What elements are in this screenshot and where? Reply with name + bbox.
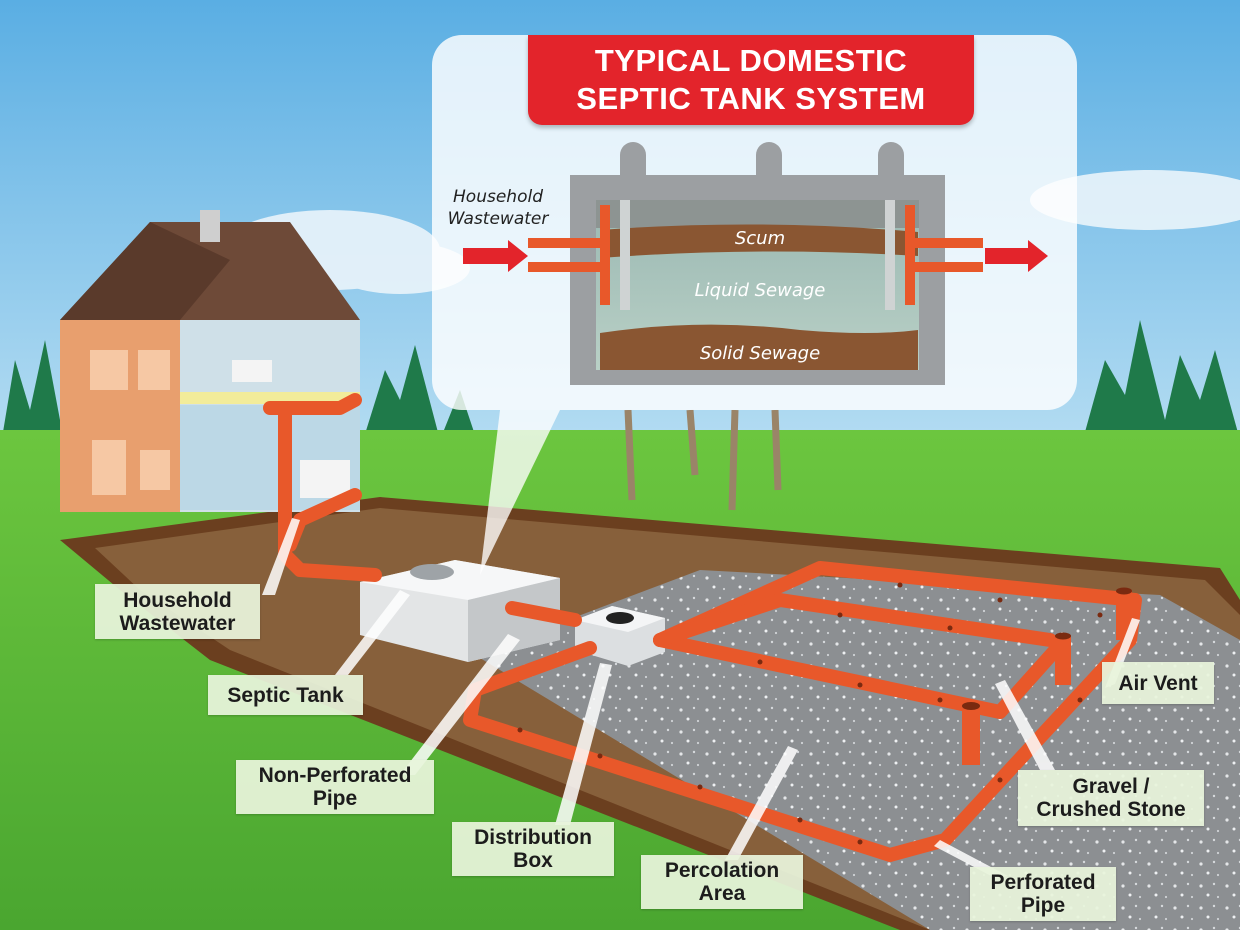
label-perf-line-1: Perforated [990, 871, 1096, 894]
inset-input-line-2: Wastewater [447, 209, 549, 229]
layer-scum-label: Scum [734, 228, 786, 249]
label-air-vent: Air Vent [1102, 662, 1214, 704]
title-banner: TYPICAL DOMESTIC SEPTIC TANK SYSTEM [528, 35, 974, 125]
label-gravel-line-2: Crushed Stone [1036, 798, 1186, 821]
label-non-perf-line-2: Pipe [312, 787, 358, 810]
label-perf-line-2: Pipe [1020, 894, 1066, 917]
leader-lines [262, 518, 1140, 878]
label-household-line-1: Household [123, 588, 232, 612]
label-gravel-line-1: Gravel / [1072, 775, 1150, 798]
layer-liquid-label: Liquid Sewage [694, 280, 826, 301]
label-perc-line-2: Area [698, 882, 746, 905]
label-household-wastewater: Household Wastewater [95, 584, 260, 639]
title-line-2: SEPTIC TANK SYSTEM [576, 81, 926, 116]
layer-solid-label: Solid Sewage [699, 343, 821, 364]
label-perforated-pipe: Perforated Pipe [970, 867, 1116, 921]
inset-input-label: Household Wastewater [438, 186, 558, 230]
inset-input-line-1: Household [453, 187, 543, 207]
label-percolation-area: Percolation Area [641, 855, 803, 909]
label-non-perforated-pipe: Non-Perforated Pipe [236, 760, 434, 814]
tank-cross-section [463, 142, 1048, 385]
house [60, 210, 360, 512]
label-septic-tank: Septic Tank [208, 675, 363, 715]
label-air-vent-text: Air Vent [1118, 671, 1198, 695]
label-dist-line-1: Distribution [474, 826, 592, 849]
title-line-1: TYPICAL DOMESTIC [594, 43, 908, 78]
label-distribution-box: Distribution Box [452, 822, 614, 876]
distribution-box [575, 606, 665, 666]
label-household-line-2: Wastewater [119, 611, 236, 635]
label-non-perf-line-1: Non-Perforated [258, 764, 412, 787]
label-dist-line-2: Box [513, 849, 553, 872]
bare-trees [624, 409, 782, 511]
label-septic-tank-text: Septic Tank [227, 683, 344, 707]
perforations [517, 582, 1103, 845]
air-vents [962, 587, 1132, 765]
label-perc-line-1: Percolation [664, 859, 780, 882]
label-gravel-crushed-stone: Gravel / Crushed Stone [1018, 770, 1204, 826]
